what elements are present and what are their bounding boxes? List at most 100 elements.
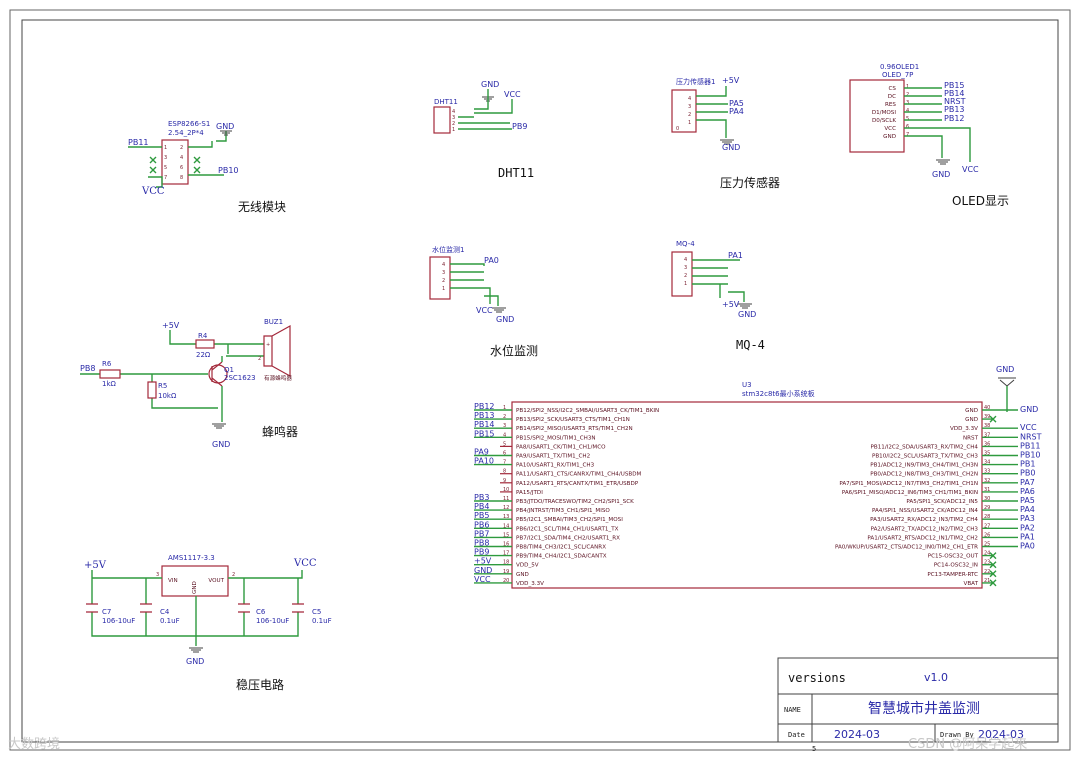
mcu-right-nc <box>982 579 997 587</box>
oled-net-2: NRST <box>944 97 966 106</box>
mcu-right-pin-label: GND <box>965 408 978 414</box>
watermark-right: CSDN @阿呆学起来 <box>908 736 1027 752</box>
mcu-right-net: PA7 <box>1020 478 1035 487</box>
mcu-left-pin-number: 13 <box>503 514 509 520</box>
mcu-left-net: PB6 <box>474 520 489 529</box>
buzzer-symbol <box>263 324 291 378</box>
oled-pin-number: 3 <box>906 100 909 106</box>
mcu-name-label: stm32c8t6最小系统板 <box>742 389 815 398</box>
pressure-module[interactable]: 压力传感器1 +5V 43 21 0 PA5 PA4 GND 压力传感器 <box>671 76 780 190</box>
mcu-left-pin-label: PB4/JNTRST/TIM3_CH1/SPI1_MISO <box>516 508 610 514</box>
svg-text:1: 1 <box>452 127 455 133</box>
oled-pin-label: D1/MOSI <box>872 110 897 116</box>
water-module[interactable]: 水位监测1 43 21 PA0 VCC GND 水位监测 <box>429 245 538 358</box>
mcu-right-net: NRST <box>1020 432 1042 441</box>
svg-text:+: + <box>266 342 270 348</box>
pressure-gnd-label: GND <box>722 143 740 152</box>
versions-label: versions <box>788 671 846 685</box>
mcu-right-pin-label: GND <box>965 417 978 423</box>
drawn-label: Drawn By <box>940 731 974 739</box>
mcu-right-nc <box>982 552 997 560</box>
svg-text:VIN: VIN <box>168 578 178 584</box>
r4-resistor <box>195 339 215 349</box>
mcu-left-pin-number: 9 <box>503 478 506 484</box>
svg-text:8: 8 <box>180 175 183 181</box>
svg-text:2: 2 <box>232 572 235 578</box>
oled-body <box>849 79 905 153</box>
dht11-module[interactable]: GND VCC DHT11 43 21 PB9 DHT11 <box>433 80 534 180</box>
mcu-right-pin-label: PB10/I2C2_SCL/USART3_TX/TIM2_CH3 <box>872 454 978 460</box>
mcu-left-pin-number: 4 <box>503 432 506 438</box>
water-ref-label: 水位监测1 <box>432 245 464 254</box>
mq4-ref-label: MQ-4 <box>676 240 695 248</box>
buzzer-gnd-label: GND <box>212 440 230 449</box>
mcu-right-pin-label: PB0/ADC12_IN8/TIM3_CH3/TIM1_CH2N <box>870 472 978 478</box>
mcu-body <box>511 401 983 589</box>
mq4-net-label: PA1 <box>728 251 743 260</box>
mcu-left-pin-label: PA9/USART1_TX/TIM1_CH2 <box>516 454 590 460</box>
mcu-right-pin-number: 26 <box>984 532 990 538</box>
mcu-left-net: PA10 <box>474 457 494 466</box>
mcu-top-gnd: GND <box>996 365 1014 374</box>
mcu-right-pin-number: 27 <box>984 523 990 529</box>
oled-pin-label: VCC <box>884 126 896 132</box>
mcu-left-net: PB13 <box>474 411 495 420</box>
mcu-ref-label: U3 <box>742 381 752 389</box>
mcu-left-pin-number: 5 <box>503 441 506 447</box>
mcu-right-pin-number: 30 <box>984 496 990 502</box>
inner-frame <box>21 19 1059 743</box>
mcu-right-net: GND <box>1020 405 1038 414</box>
mcu-right-pin-number: 32 <box>984 478 990 484</box>
oled-net-3: PB13 <box>944 105 965 114</box>
mcu-left-pin-number: 20 <box>503 578 509 584</box>
mcu-right-pin-number: 24 <box>984 551 990 557</box>
mcu-left-net: PB4 <box>474 502 489 511</box>
buzzer-circuit[interactable]: +5V R4 22Ω BUZ1 + 2 有源蜂鸣器 PB8 R6 1kΩ R5 … <box>80 318 298 449</box>
project-name: 智慧城市井盖监测 <box>868 700 980 717</box>
svg-text:C7: C7 <box>102 608 111 616</box>
mcu-right-pin-label: PB1/ADC12_IN9/TIM3_CH4/TIM1_CH3N <box>870 463 978 469</box>
mcu-right-nc <box>982 570 997 578</box>
buzzer-ref: BUZ1 <box>264 318 283 326</box>
oled-pin-number: 2 <box>906 92 909 98</box>
svg-text:7: 7 <box>164 175 167 181</box>
mcu-right-pin-number: 33 <box>984 469 990 475</box>
svg-text:3: 3 <box>442 270 445 276</box>
svg-text:3: 3 <box>684 265 687 271</box>
mcu-u3[interactable]: U3 stm32c8t6最小系统板 PB12/SPI2_NSS/I2C2_SMB… <box>474 365 1042 589</box>
oled-net-0: PB15 <box>944 81 965 90</box>
mcu-left-pin-number: 16 <box>503 542 509 548</box>
dht-vcc-label: VCC <box>504 90 521 99</box>
mcu-right-nc <box>982 561 997 569</box>
r5-label: R5 <box>158 382 167 390</box>
mcu-right-net: PB0 <box>1020 469 1035 478</box>
mcu-right-pin-label: PC13-TAMPER-RTC <box>927 572 978 578</box>
oled-pin-number: 5 <box>906 116 909 122</box>
mcu-right-net: PB1 <box>1020 460 1035 469</box>
mcu-right-pin-number: 22 <box>984 569 990 575</box>
oled-pin-label: GND <box>883 134 896 140</box>
svg-text:4: 4 <box>684 257 687 263</box>
mcu-right-pin-label: PA4/SPI1_NSS/USART2_CK/ADC12_IN4 <box>872 508 978 514</box>
mcu-right-pin-label: NRST <box>963 435 979 441</box>
svg-text:4: 4 <box>180 155 183 161</box>
mcu-left-pin-number: 10 <box>503 487 509 493</box>
r6-label: R6 <box>102 360 112 368</box>
mcu-left-net: PB7 <box>474 529 489 538</box>
wifi-vcc-label: VCC <box>141 186 165 197</box>
mcu-right-pin-label: PA1/USART2_RTS/ADC12_IN1/TIM2_CH2 <box>867 535 978 541</box>
svg-text:GND: GND <box>192 581 198 594</box>
mq4-module[interactable]: MQ-4 43 21 PA1 +5V GND MQ-4 <box>671 240 765 352</box>
svg-text:2: 2 <box>684 273 687 279</box>
wifi-net-left: PB11 <box>128 138 149 147</box>
mcu-right-pin-number: 35 <box>984 451 990 457</box>
r5-resistor <box>147 381 157 399</box>
regulator-circuit[interactable]: +5V VCC AMS1117-3.3 VIN VOUT 3 2 GND C7 … <box>84 554 332 692</box>
pressure-ref-label: 压力传感器1 <box>676 77 715 86</box>
mcu-left-pin-label: PA8/USART1_CK/TIM1_CH1/MCO <box>516 444 606 450</box>
wifi-ref-label: ESP8266-S1 <box>168 120 210 128</box>
q1-label: Q1 <box>224 366 234 374</box>
